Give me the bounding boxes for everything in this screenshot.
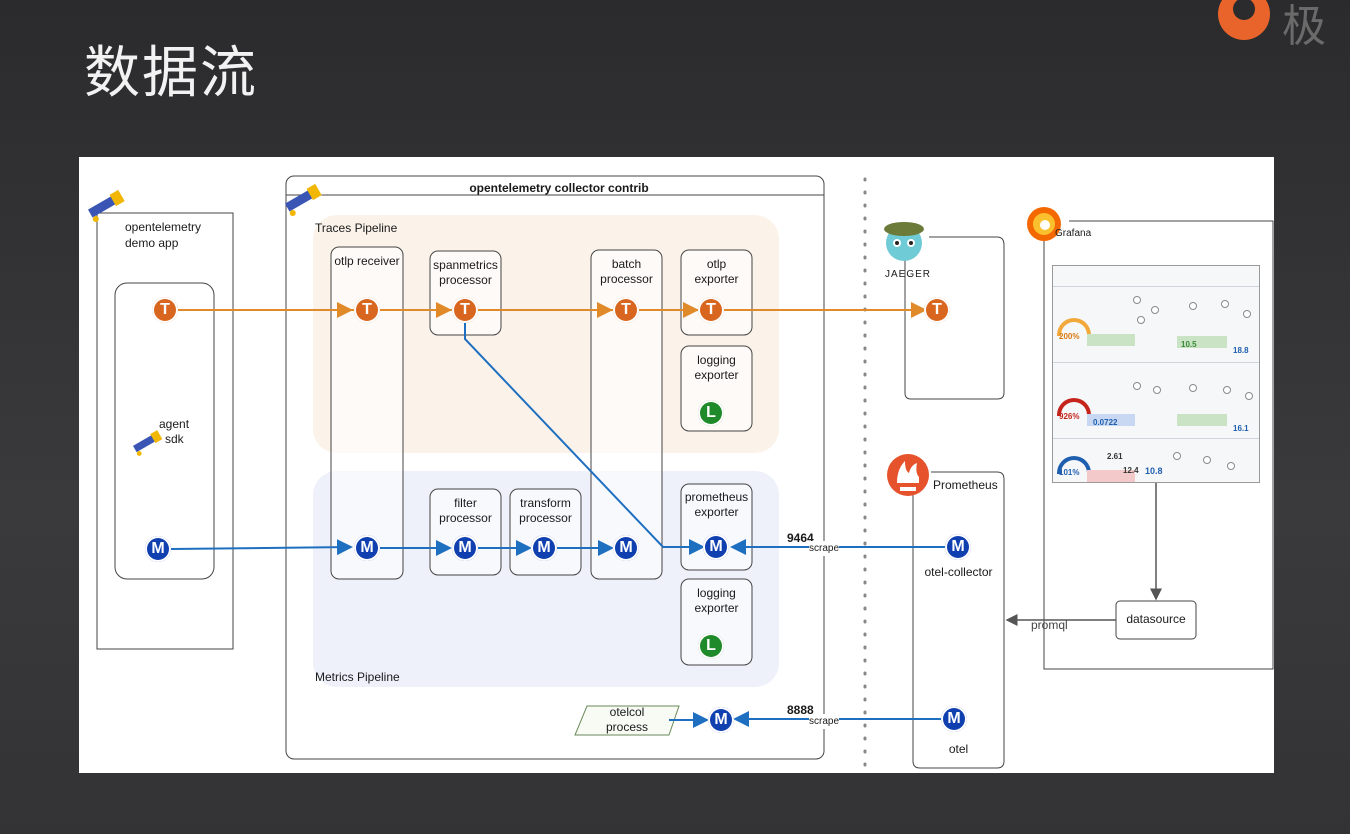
trace-badge-icon: T [452, 297, 478, 323]
diagram-svg [88, 175, 1274, 769]
prometheus-exporter-label-line1: prometheus [684, 490, 749, 504]
telescope-icon [133, 430, 163, 456]
spanmetrics-flow-line [464, 323, 705, 555]
logging-exporter-label-line1: logging [697, 353, 736, 367]
grafana-dashboard-thumbnail: 200% 926% 101% 10.5 18.8 16.1 10.8 0.072… [1052, 265, 1260, 483]
metric-badge-icon: M [941, 706, 967, 732]
prometheus-exporter-label-line2: exporter [694, 505, 739, 519]
grafana-icon [1027, 207, 1061, 241]
thumb-value: 10.5 [1181, 340, 1197, 349]
collector-title: opentelemetry collector contrib [469, 181, 649, 195]
metric-badge-icon: M [145, 536, 171, 562]
agent-sdk-box [114, 282, 215, 580]
thumb-value: 101% [1059, 468, 1080, 477]
logging-exporter-metrics-label-line1: logging [697, 586, 736, 600]
thumb-value: 2.61 [1107, 452, 1123, 461]
thumb-sparkline [1087, 414, 1135, 426]
scrape-label-9464: scrape [809, 541, 840, 556]
thumb-value: 16.1 [1233, 424, 1249, 433]
metric-badge-icon: M [945, 534, 971, 560]
jaeger-icon [884, 222, 924, 261]
datasource-label: datasource [1126, 612, 1186, 626]
grafana-box [1043, 220, 1274, 670]
batch-label-line2: processor [600, 272, 653, 286]
grafana-title: Grafana [1055, 228, 1092, 239]
metric-badge-icon: M [452, 535, 478, 561]
architecture-diagram: opentelemetry collector contrib Traces P… [79, 157, 1274, 773]
otel-target-label: otel [948, 742, 969, 756]
port-9464-label: 9464 [787, 531, 814, 545]
prometheus-title: Prometheus [933, 478, 998, 492]
metric-badge-icon: M [708, 707, 734, 733]
traces-pipeline-label: Traces Pipeline [315, 221, 398, 235]
thumb-value: 18.8 [1233, 346, 1249, 355]
jaeger-box [904, 236, 1005, 400]
brand-logo: 极 [1216, 0, 1350, 52]
otlp-receiver-box [330, 246, 404, 580]
agent-label-line1: agent [159, 417, 190, 431]
demo-app-box [96, 212, 234, 650]
trace-badge-icon: T [613, 297, 639, 323]
logging-exporter-metrics-label-line2: exporter [694, 601, 739, 615]
logging-exporter-label-line2: exporter [694, 368, 739, 382]
log-badge-icon: L [698, 633, 724, 659]
gauge-icon [1057, 318, 1091, 336]
gauge-icon [1057, 456, 1091, 474]
metric-badge-icon: M [531, 535, 557, 561]
trace-badge-icon: T [924, 297, 950, 323]
thumb-value: 12.4 [1123, 466, 1139, 475]
jaeger-label: JAEGER [885, 269, 932, 280]
demo-app-title-line1: opentelemetry [125, 220, 202, 234]
logo-text: 极 [1282, 1, 1326, 52]
trace-badge-icon: T [354, 297, 380, 323]
thumb-sparkline [1177, 414, 1227, 426]
transform-label-line2: processor [519, 511, 572, 525]
otlp-receiver-label: otlp receiver [334, 254, 400, 268]
batch-processor-box [590, 249, 663, 580]
agent-label-line2: sdk [165, 432, 184, 446]
metric-badge-icon: M [613, 535, 639, 561]
spanmetrics-label-line1: spanmetrics [433, 258, 498, 272]
filter-label-line1: filter [454, 496, 477, 510]
otlp-exporter-label-line2: exporter [694, 272, 739, 286]
batch-label-line1: batch [611, 257, 642, 271]
prometheus-icon [887, 454, 929, 496]
log-badge-icon: L [698, 400, 724, 426]
thumb-sparkline [1177, 336, 1227, 348]
trace-badge-icon: T [698, 297, 724, 323]
filter-label-line2: processor [439, 511, 492, 525]
otelcol-label-line1: otelcol [609, 705, 645, 719]
collector-box [285, 175, 825, 760]
metric-badge-icon: M [703, 534, 729, 560]
otelcol-label-line2: process [605, 720, 649, 734]
metric-flow-line [170, 539, 353, 556]
logo-mark-icon [1218, 0, 1270, 40]
otel-collector-target-label: otel-collector [924, 565, 993, 579]
thumb-value: 926% [1059, 412, 1080, 421]
thumb-value: 200% [1059, 332, 1080, 341]
telescope-icon [285, 183, 322, 217]
metrics-pipeline-label: Metrics Pipeline [315, 670, 400, 684]
slide-title: 数据流 [84, 41, 258, 106]
trace-badge-icon: T [152, 297, 178, 323]
thumb-sparkline [1087, 334, 1135, 346]
gauge-icon [1057, 398, 1091, 416]
transform-label-line1: transform [520, 496, 571, 510]
otlp-exporter-label-line1: otlp [706, 257, 727, 271]
port-8888-label: 8888 [787, 703, 814, 717]
thumb-sparkline [1087, 470, 1135, 482]
demo-app-title-line2: demo app [125, 236, 179, 250]
promql-label: promql [1031, 618, 1068, 632]
spanmetrics-label-line2: processor [439, 273, 492, 287]
otelcol-process-shape [574, 705, 680, 736]
thumb-value: 10.8 [1145, 466, 1163, 476]
thumb-value: 0.0722 [1093, 418, 1118, 427]
scrape-label-8888: scrape [809, 714, 840, 729]
metric-badge-icon: M [354, 535, 380, 561]
telescope-icon [88, 189, 125, 223]
prometheus-box [912, 471, 1005, 769]
